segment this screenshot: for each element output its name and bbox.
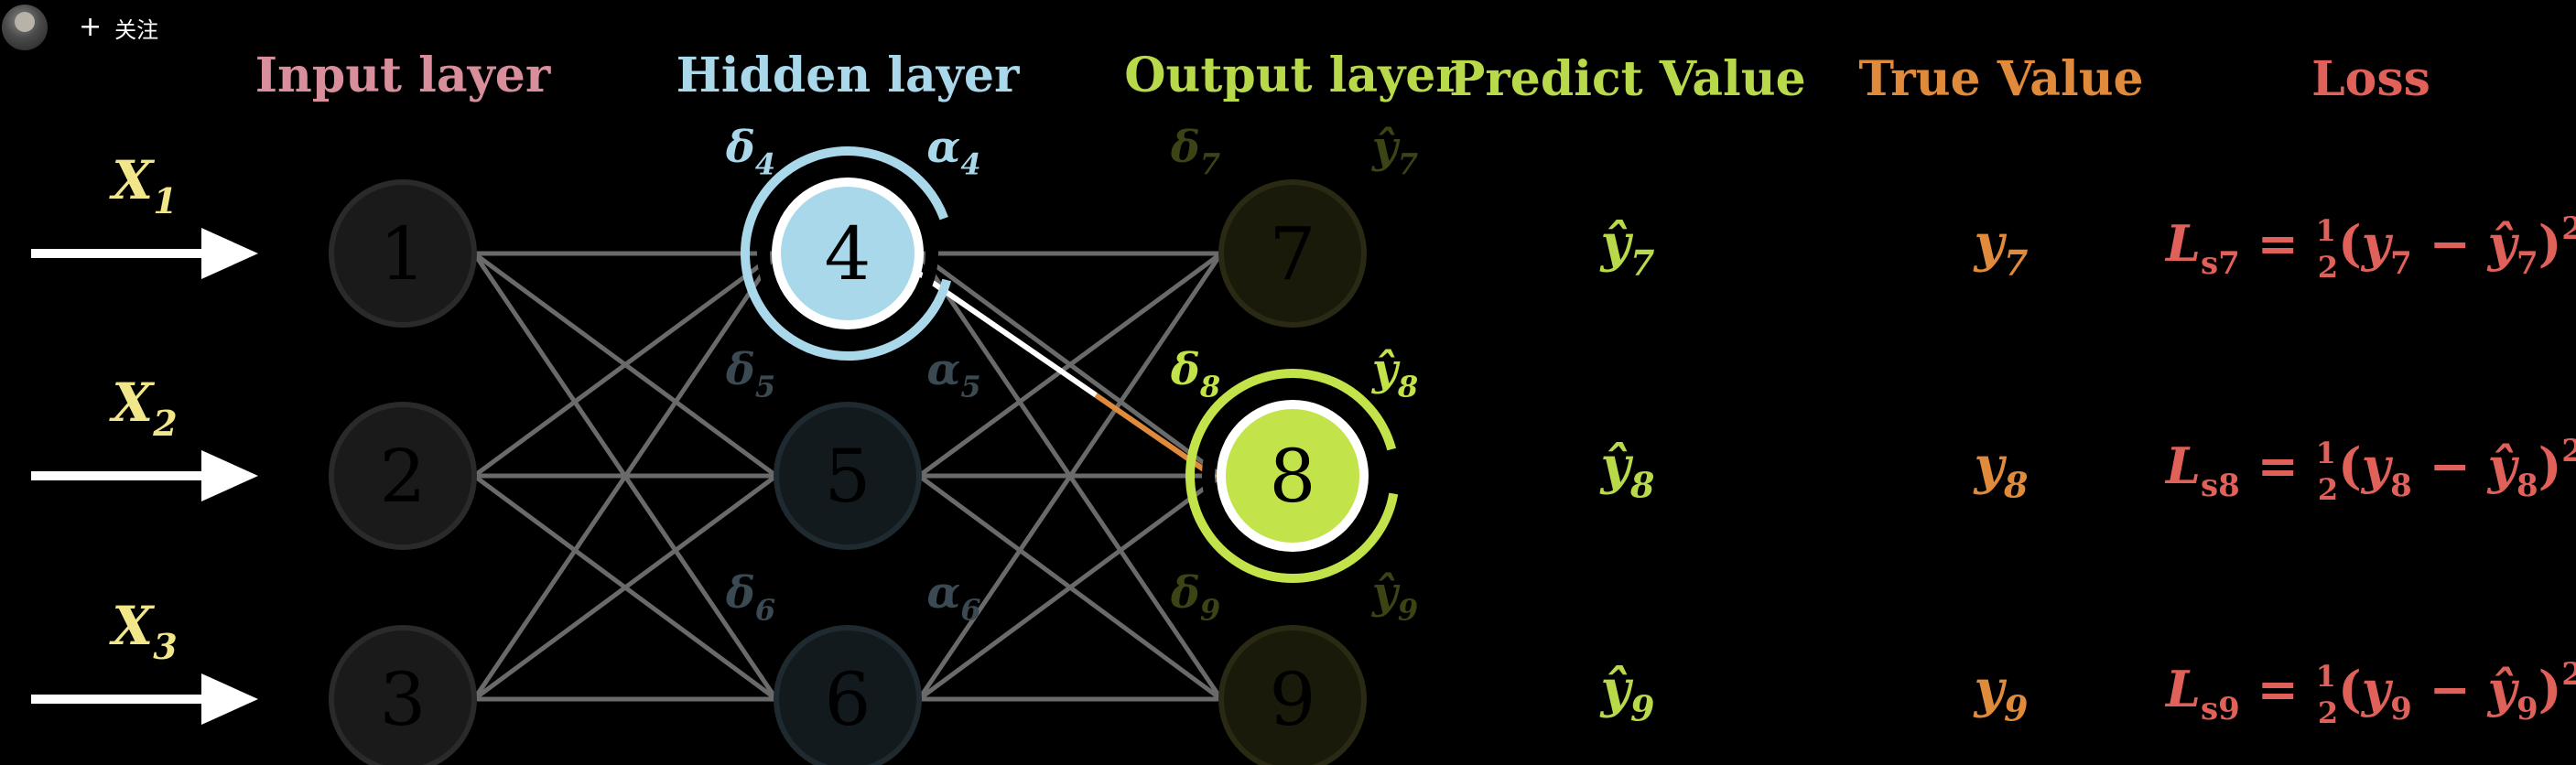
- hidden-node-4: [772, 178, 924, 329]
- output-8-delta: δ8: [1170, 344, 1220, 404]
- input-node-3: [329, 625, 477, 765]
- hidden-node-5-label: 5: [825, 434, 871, 519]
- hidden-4-alpha: α4: [926, 122, 980, 181]
- output-node-7-label: 7: [1270, 211, 1316, 296]
- output-8-yhat: ŷ8: [1371, 344, 1418, 404]
- output-node-9-label: 9: [1270, 657, 1316, 742]
- follow-label[interactable]: 关注: [114, 16, 159, 43]
- output-7-delta: δ7: [1170, 122, 1220, 181]
- hidden-node-5: [774, 402, 922, 550]
- true-value-header: True Value: [1858, 51, 2143, 107]
- input-arrow-3-head: [201, 673, 258, 725]
- input-label-x1: X1: [108, 149, 177, 221]
- hidden-6-delta: δ6: [725, 567, 775, 627]
- loss-header: Loss: [2311, 51, 2430, 107]
- output-9-delta: δ9: [1170, 567, 1220, 627]
- input-node-2-label: 2: [380, 434, 427, 519]
- true-value-8: y8: [1973, 436, 2029, 506]
- highlight-edge-orange: [1094, 393, 1218, 480]
- hidden-4-delta: δ4: [725, 122, 775, 181]
- input-node-1-label: 1: [380, 211, 427, 296]
- input-node-2: [329, 402, 477, 550]
- output-node-7: [1218, 179, 1367, 328]
- true-value-9: y9: [1973, 659, 2029, 729]
- hidden-layer-header: Hidden layer: [676, 48, 1020, 103]
- plus-icon[interactable]: +: [79, 11, 103, 43]
- input-arrow-1-head: [201, 228, 258, 279]
- edges: [471, 251, 1224, 702]
- hidden-node-4-label: 4: [825, 211, 871, 296]
- input-arrow-2-shaft: [31, 471, 214, 480]
- edge-hidden2-output1: [917, 251, 1223, 479]
- hidden-4-ring: [741, 146, 952, 361]
- hidden-4-ring-gap: [757, 163, 938, 344]
- edge-input3-hidden1: [471, 252, 779, 701]
- output-9-yhat: ŷ9: [1371, 567, 1418, 627]
- output-8-ring: [1185, 369, 1399, 584]
- hidden-6-alpha: α6: [926, 567, 980, 627]
- hidden-node-6: [774, 625, 922, 765]
- avatar[interactable]: [2, 5, 48, 50]
- input-label-x3: X3: [108, 595, 177, 667]
- output-node-8: [1217, 400, 1369, 552]
- input-node-3-label: 3: [380, 657, 427, 742]
- highlight-edge-white: [899, 258, 1098, 398]
- output-node-8-label: 8: [1270, 434, 1316, 519]
- output-8-ring-gap: [1202, 385, 1383, 566]
- input-arrow-1-shaft: [31, 249, 214, 258]
- input-arrow-3-shaft: [31, 695, 214, 704]
- activation-rings: [741, 146, 1399, 584]
- follow-bar: + 关注: [2, 2, 158, 53]
- input-label-x2: X2: [108, 372, 177, 444]
- hidden-5-delta: δ5: [725, 344, 775, 404]
- edge-input3-hidden2: [472, 473, 778, 702]
- hidden-node-6-label: 6: [825, 657, 871, 742]
- input-arrow-2-head: [201, 450, 258, 501]
- predict-value-7: ŷ7: [1599, 213, 1655, 284]
- nodes: 1 2 3 4 5 6 7 8 9: [329, 178, 1369, 765]
- output-7-yhat: ŷ7: [1371, 122, 1418, 181]
- hidden-5-alpha: α5: [926, 344, 980, 404]
- input-layer-header: Input layer: [255, 48, 551, 103]
- labels: Input layer Hidden layer Output layerPredi…: [255, 48, 2430, 627]
- predict-value-header: Predict Value: [1449, 51, 1805, 107]
- input-node-1: [329, 179, 477, 328]
- output-node-9: [1218, 625, 1367, 765]
- predict-value-8: ŷ8: [1599, 436, 1655, 506]
- edge-hidden3-output1: [916, 252, 1224, 701]
- edge-hidden3-output2: [917, 473, 1223, 702]
- edge-input2-hidden1: [472, 251, 778, 479]
- highlight-edges: [899, 258, 1218, 480]
- predict-value-9: ŷ9: [1599, 659, 1655, 729]
- output-layer-header: Output layer: [1124, 48, 1461, 103]
- true-value-7: y7: [1973, 213, 2029, 284]
